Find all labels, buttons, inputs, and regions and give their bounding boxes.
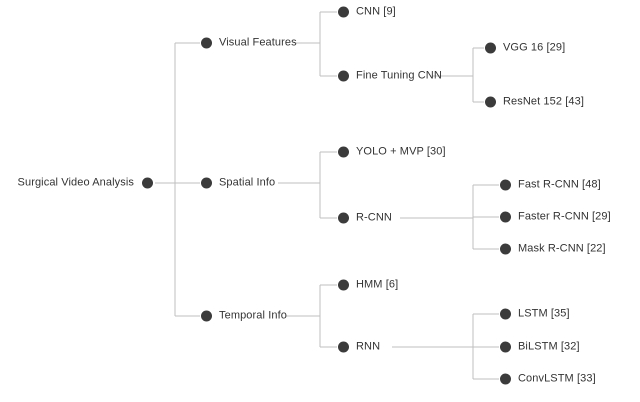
node-label: YOLO + MVP [30]	[356, 145, 446, 158]
node-label: ResNet 152 [43]	[503, 95, 584, 108]
node-label: BiLSTM [32]	[518, 340, 580, 353]
node-label: VGG 16 [29]	[503, 41, 566, 54]
node-label: Fine Tuning CNN	[356, 69, 442, 82]
node-dot-icon	[338, 6, 349, 18]
node-label: RNN	[356, 340, 381, 353]
node-label: Faster R-CNN [29]	[518, 210, 611, 223]
tree-node-fast-r-cnn-48[interactable]: Fast R-CNN [48]	[500, 178, 601, 191]
tree-node-vgg-16-29[interactable]: VGG 16 [29]	[485, 41, 566, 54]
node-dot-icon	[201, 177, 212, 189]
node-label: ConvLSTM [33]	[518, 372, 596, 385]
node-label: Temporal Info	[219, 309, 287, 322]
tree-node-mask-r-cnn-22[interactable]: Mask R-CNN [22]	[500, 242, 606, 255]
node-dot-icon	[500, 308, 511, 320]
tree-node-hmm-6[interactable]: HMM [6]	[338, 278, 399, 291]
node-dot-icon	[485, 96, 496, 108]
tree-node-spatial-info[interactable]: Spatial Info	[201, 176, 276, 189]
node-dot-icon	[500, 341, 511, 353]
node-dot-icon	[500, 211, 511, 223]
node-dot-icon	[338, 279, 349, 291]
tree-node-yolo-mvp-30[interactable]: YOLO + MVP [30]	[338, 145, 446, 158]
tree-node-convlstm-33[interactable]: ConvLSTM [33]	[500, 372, 596, 385]
node-label: HMM [6]	[356, 278, 399, 291]
tree-node-bilstm-32[interactable]: BiLSTM [32]	[500, 340, 580, 353]
tree-node-rnn[interactable]: RNN	[338, 340, 381, 353]
node-label: Fast R-CNN [48]	[518, 178, 601, 191]
node-dot-icon	[338, 70, 349, 82]
tree-node-surgical-video-analysis[interactable]: Surgical Video Analysis	[0, 176, 153, 189]
node-dot-icon	[500, 179, 511, 191]
node-dot-icon	[500, 243, 511, 255]
node-dot-icon	[485, 42, 496, 54]
tree-node-fine-tuning-cnn[interactable]: Fine Tuning CNN	[338, 69, 442, 82]
node-label: R-CNN	[356, 211, 392, 224]
tree-node-resnet-152-43[interactable]: ResNet 152 [43]	[485, 95, 584, 108]
node-label: Surgical Video Analysis	[17, 176, 134, 189]
node-label: Visual Features	[219, 36, 297, 49]
node-dot-icon	[338, 212, 349, 224]
tree-node-lstm-35[interactable]: LSTM [35]	[500, 307, 570, 320]
tree-node-r-cnn[interactable]: R-CNN	[338, 211, 392, 224]
node-label: CNN [9]	[356, 5, 396, 18]
node-label: Mask R-CNN [22]	[518, 242, 606, 255]
node-dot-icon	[338, 341, 349, 353]
node-dot-icon	[500, 373, 511, 385]
tree-node-temporal-info[interactable]: Temporal Info	[201, 309, 287, 322]
tree-node-faster-r-cnn-29[interactable]: Faster R-CNN [29]	[500, 210, 611, 223]
node-label: Spatial Info	[219, 176, 276, 189]
node-dot-icon	[201, 37, 212, 49]
node-dot-icon	[142, 177, 153, 189]
tree-node-visual-features[interactable]: Visual Features	[201, 36, 297, 49]
node-label: LSTM [35]	[518, 307, 570, 320]
node-dot-icon	[338, 146, 349, 158]
node-dot-icon	[201, 310, 212, 322]
tree-node-cnn-9[interactable]: CNN [9]	[338, 5, 396, 18]
